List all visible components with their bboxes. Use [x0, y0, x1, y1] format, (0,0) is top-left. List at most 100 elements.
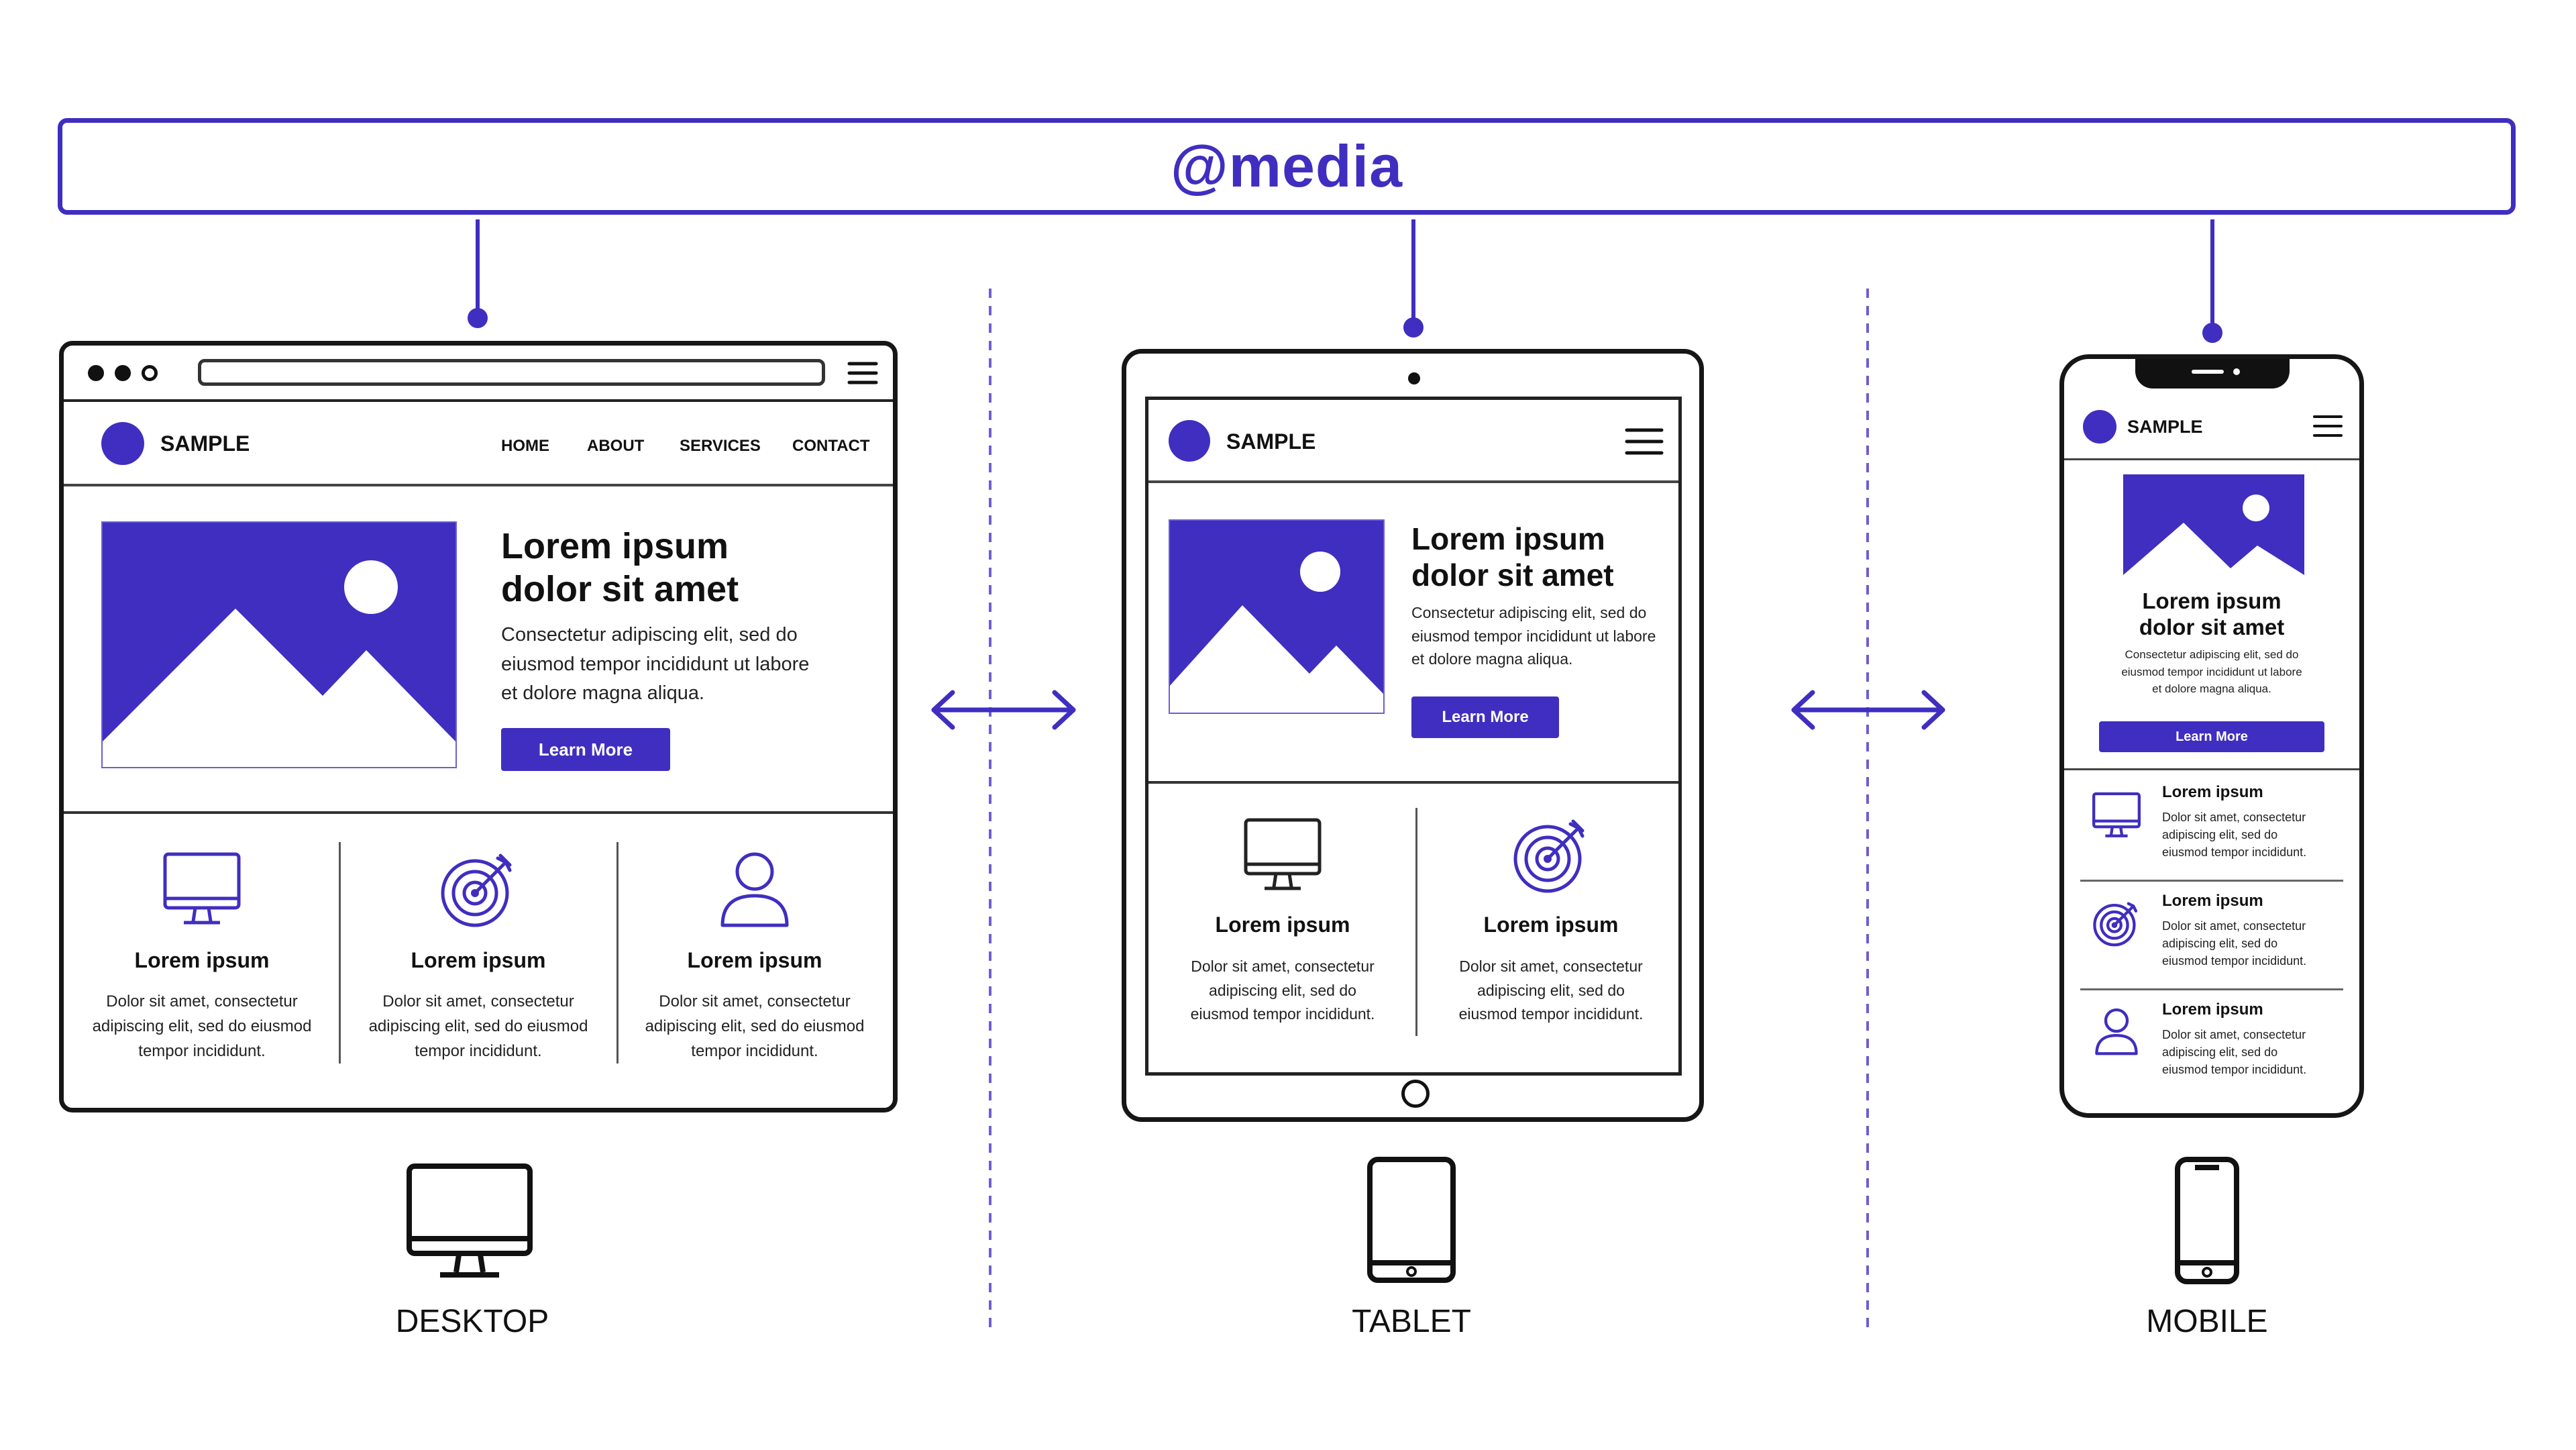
feature-body-line: adipiscing elit, sed do	[2162, 1045, 2278, 1059]
feature-divider	[1415, 808, 1417, 1036]
feature-body-line: tempor incididunt.	[138, 1042, 266, 1061]
list-item: Lorem ipsum Dolor sit amet, consectetur …	[2064, 889, 2359, 990]
feature-body-line: Dolor sit amet, consectetur	[2162, 1028, 2306, 1041]
feature-card: Lorem ipsum Dolor sit amet, consectetur …	[340, 849, 616, 1064]
list-divider	[2080, 988, 2343, 990]
resize-arrow-1	[931, 690, 1076, 730]
feature-body: Dolor sit amet, consectetur adipiscing e…	[1148, 955, 1417, 1027]
connector-dot-tablet	[1403, 317, 1424, 338]
media-query-banner: @media	[58, 118, 2516, 215]
hero-body-line: eiusmod tempor incididunt ut labore	[2121, 665, 2302, 678]
tablet-icon	[1367, 1157, 1456, 1283]
brand-name: SAMPLE	[1226, 429, 1316, 454]
hero-title-line: Lorem ipsum	[501, 526, 729, 566]
feature-body-line: Dolor sit amet, consectetur	[2162, 811, 2306, 824]
brand-name: SAMPLE	[2127, 417, 2203, 437]
hero-image-placeholder	[1169, 519, 1385, 714]
feature-body-line: eiusmod tempor incididunt.	[2162, 954, 2307, 968]
feature-title: Lorem ipsum	[2162, 783, 2263, 801]
hero-body-line: et dolore magna aliqua.	[1411, 650, 1573, 668]
hero-title: Lorem ipsum dolor sit amet	[2064, 588, 2359, 641]
feature-body-line: adipiscing elit, sed do	[2162, 828, 2278, 842]
feature-body: Dolor sit amet, consectetur adipiscing e…	[340, 989, 616, 1064]
hero-body: Consectetur adipiscing elit, sed do eius…	[2064, 646, 2359, 698]
monitor-icon	[2092, 792, 2141, 837]
hero-body-line: eiusmod tempor incididunt ut labore	[1411, 627, 1656, 645]
feature-body-line: Dolor sit amet, consectetur	[1459, 957, 1643, 975]
feature-body-line: adipiscing elit, sed do	[1477, 981, 1625, 999]
nav-about[interactable]: ABOUT	[587, 437, 645, 455]
feature-title: Lorem ipsum	[134, 948, 270, 972]
header-divider	[1148, 480, 1678, 483]
address-bar[interactable]	[198, 359, 825, 386]
nav-home[interactable]: HOME	[501, 437, 549, 455]
window-dot-icon	[88, 365, 104, 381]
home-button[interactable]	[1401, 1080, 1430, 1108]
chrome-divider	[64, 399, 893, 402]
learn-more-button[interactable]: Learn More	[501, 728, 670, 771]
tablet-frame: SAMPLE Lorem ipsum dolor sit amet Consec…	[1122, 349, 1704, 1122]
window-dot-icon	[142, 365, 158, 381]
feature-card: Lorem ipsum Dolor sit amet, consectetur …	[64, 849, 340, 1064]
hero-title-line: Lorem ipsum	[2142, 588, 2282, 613]
desktop-browser-frame: SAMPLE HOME ABOUT SERVICES CONTACT Lorem…	[59, 341, 898, 1112]
feature-title: Lorem ipsum	[2162, 1000, 2263, 1019]
hero-divider	[64, 811, 893, 814]
learn-more-button[interactable]: Learn More	[1411, 696, 1559, 738]
hero-title-line: Lorem ipsum	[1411, 521, 1605, 556]
brand-name: SAMPLE	[160, 431, 250, 456]
hero-title-line: dolor sit amet	[1411, 558, 1614, 593]
learn-more-button[interactable]: Learn More	[2099, 721, 2324, 752]
menu-icon[interactable]	[1625, 427, 1664, 456]
menu-icon[interactable]	[2312, 414, 2343, 438]
phone-camera	[2233, 368, 2240, 375]
feature-body: Dolor sit amet, consectetur adipiscing e…	[64, 989, 340, 1064]
nav-contact[interactable]: CONTACT	[792, 437, 870, 455]
feature-body-line: adipiscing elit, sed do eiusmod	[645, 1017, 865, 1036]
feature-title: Lorem ipsum	[1483, 913, 1619, 937]
feature-body: Dolor sit amet, consectetur adipiscing e…	[616, 989, 893, 1064]
feature-title: Lorem ipsum	[411, 948, 546, 972]
feature-body-line: Dolor sit amet, consectetur	[659, 992, 851, 1011]
hero-body-line: et dolore magna aliqua.	[501, 682, 705, 704]
feature-title: Lorem ipsum	[687, 948, 822, 972]
hero-image-placeholder	[2123, 474, 2304, 575]
feature-body-line: tempor incididunt.	[415, 1042, 542, 1061]
feature-title: Lorem ipsum	[2162, 892, 2263, 910]
list-item: Lorem ipsum Dolor sit amet, consectetur …	[2064, 780, 2359, 881]
hero-body-line: Consectetur adipiscing elit, sed do	[1411, 604, 1647, 621]
mobile-label: MOBILE	[2146, 1304, 2268, 1339]
monitor-icon	[1244, 818, 1322, 890]
window-dot-icon	[115, 365, 131, 381]
user-icon	[720, 852, 789, 927]
feature-body-line: adipiscing elit, sed do	[2162, 937, 2278, 951]
feature-body: Dolor sit amet, consectetur adipiscing e…	[2162, 917, 2306, 970]
hero-body: Consectetur adipiscing elit, sed do eius…	[1411, 601, 1656, 671]
feature-card: Lorem ipsum Dolor sit amet, consectetur …	[1148, 815, 1417, 1027]
monitor-icon	[163, 852, 241, 925]
hero-image-placeholder	[101, 521, 457, 768]
hero-body-line: Consectetur adipiscing elit, sed do	[501, 624, 798, 645]
tablet-screen: SAMPLE Lorem ipsum dolor sit amet Consec…	[1145, 397, 1682, 1076]
user-icon	[2095, 1008, 2138, 1055]
feature-title: Lorem ipsum	[1215, 913, 1350, 937]
hero-title: Lorem ipsum dolor sit amet	[1411, 521, 1614, 594]
target-icon	[1513, 819, 1585, 893]
desktop-icon	[407, 1163, 533, 1278]
hero-divider	[1148, 781, 1678, 784]
menu-icon[interactable]	[847, 360, 878, 386]
hero-body-line: eiusmod tempor incididunt ut labore	[501, 653, 810, 675]
connector-dot-desktop	[468, 308, 488, 328]
hero-body: Consectetur adipiscing elit, sed do eius…	[501, 621, 809, 709]
feature-divider	[616, 842, 619, 1064]
feature-body-line: Dolor sit amet, consectetur	[106, 992, 298, 1011]
feature-body-line: Dolor sit amet, consectetur	[382, 992, 574, 1011]
tablet-label: TABLET	[1352, 1304, 1471, 1339]
feature-body-line: eiusmod tempor incididunt.	[1190, 1005, 1375, 1023]
nav-services[interactable]: SERVICES	[680, 437, 761, 455]
feature-body-line: eiusmod tempor incididunt.	[2162, 845, 2307, 860]
phone-notch	[2135, 359, 2290, 389]
hero-body-line: et dolore magna aliqua.	[2152, 682, 2271, 695]
connector-dot-mobile	[2202, 323, 2222, 343]
browser-controls	[88, 363, 168, 383]
